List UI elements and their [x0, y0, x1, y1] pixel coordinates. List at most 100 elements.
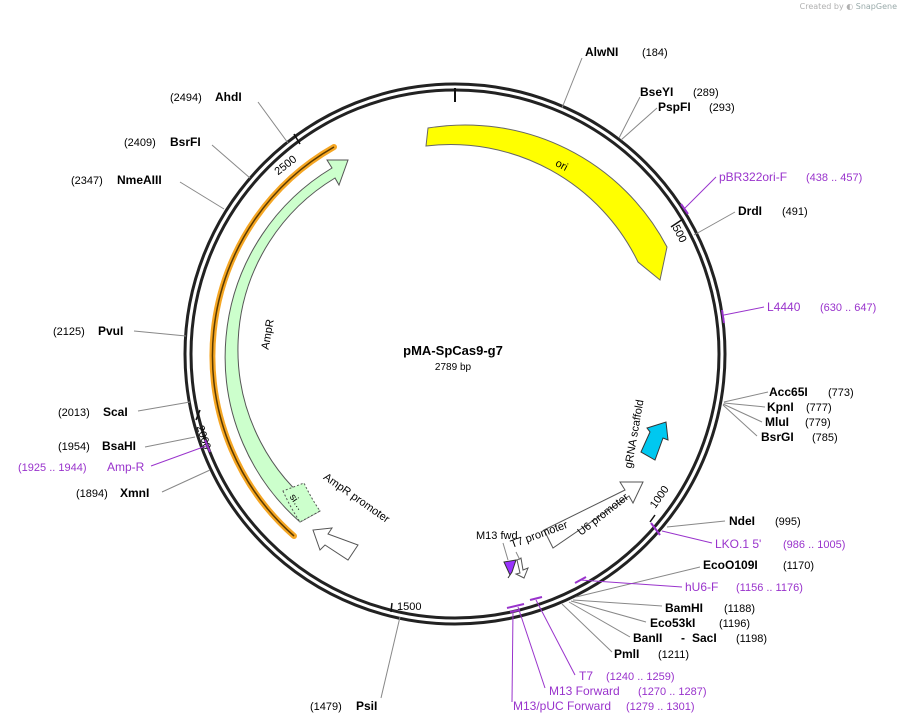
enzyme-pos: (1894) [76, 488, 108, 500]
ampr-promoter-label: AmpR promoter [321, 471, 392, 526]
grna-scaffold-feature [640, 421, 669, 461]
enzyme-acc65i[interactable]: Acc65I (773) [723, 385, 854, 403]
primer-range: (1240 .. 1259) [606, 671, 675, 683]
enzyme-name: KpnI [767, 400, 794, 414]
primer-l4440[interactable]: L4440 (630 .. 647) [721, 300, 876, 324]
enzyme-name: AhdI [215, 90, 242, 104]
enzyme-pos: (777) [806, 402, 832, 414]
u6-promoter-feature [543, 481, 644, 549]
enzyme-pos: (2013) [58, 407, 90, 419]
enzyme-pos: (491) [782, 206, 808, 218]
enzyme-pos: (773) [828, 387, 854, 399]
enzyme-pos: (2347) [71, 175, 103, 187]
enzyme-name: MluI [765, 415, 789, 429]
enzyme-pos: (2494) [170, 92, 202, 104]
enzyme-name: Eco53kI [650, 616, 695, 630]
enzyme-bsrfi[interactable]: (2409) BsrFI [124, 135, 251, 179]
enzyme-name: EcoO109I [703, 558, 758, 572]
primer-m13-puc-forward[interactable]: M13/pUC Forward (1279 .. 1301) [509, 609, 695, 713]
snapgene-credit: Created by ◐ SnapGene [800, 2, 897, 11]
enzyme-separator: - [681, 631, 685, 645]
enzyme-name: PspFI [658, 100, 691, 114]
enzyme-pos: (184) [642, 47, 668, 59]
enzyme-name: BsaHI [102, 439, 136, 453]
ori-feature [425, 124, 668, 281]
enzyme-ecoo109i[interactable]: EcoO109I (1170) [575, 558, 814, 598]
ampr-feature [224, 159, 349, 523]
primer-range: (630 .. 647) [820, 302, 876, 314]
tick-1000: 1000 [648, 484, 672, 523]
enzyme-nmeaiii[interactable]: (2347) NmeAIII [71, 173, 225, 210]
enzyme-pos: (1198) [736, 633, 767, 645]
enzyme-pos: (2125) [53, 326, 85, 338]
enzyme-xmni[interactable]: (1894) XmnI [76, 469, 211, 500]
primer-pbr322ori-f[interactable]: pBR322ori-F (438 .. 457) [680, 170, 862, 215]
enzyme-name: BanII [633, 631, 662, 645]
enzyme-pos: (1479) [310, 701, 342, 713]
enzyme-bsahi[interactable]: (1954) BsaHI [58, 436, 196, 453]
enzyme-pmli[interactable]: PmlI (1211) [561, 603, 689, 661]
grna-scaffold-label: gRNA scaffold [623, 399, 647, 470]
enzyme-name: PmlI [614, 647, 639, 661]
enzyme-pos: (995) [775, 516, 801, 528]
tick-label-1000: 1000 [648, 484, 672, 511]
enzyme-name: Acc65I [769, 385, 808, 399]
primer-range: (1270 .. 1287) [638, 686, 707, 698]
ampr-label: AmpR [260, 318, 277, 350]
ori-label: ori [553, 157, 569, 173]
primer-t7[interactable]: T7 (1240 .. 1259) [529, 596, 675, 683]
enzyme-drdi[interactable]: DrdI (491) [693, 204, 808, 236]
enzyme-name: NmeAIII [117, 173, 162, 187]
credit-brand: SnapGene [855, 2, 897, 11]
primer-lko1-5[interactable]: LKO.1 5' (986 .. 1005) [650, 522, 845, 551]
primer-hu6-f[interactable]: hU6-F (1156 .. 1176) [574, 576, 803, 594]
primer-m13-forward[interactable]: M13 Forward (1270 .. 1287) [506, 603, 707, 698]
enzyme-bamhi[interactable]: BamHI (1188) [572, 599, 755, 615]
primer-name: T7 [579, 669, 593, 683]
primer-name: hU6-F [685, 580, 718, 594]
tick-label-1500: 1500 [397, 601, 421, 613]
enzyme-pos: (293) [709, 102, 735, 114]
primer-range: (986 .. 1005) [783, 539, 845, 551]
enzyme-kpni[interactable]: KpnI (777) [723, 400, 832, 414]
enzyme-name: PsiI [356, 699, 377, 713]
enzyme-pos: (1211) [658, 649, 689, 661]
enzyme-bsrgi[interactable]: BsrGI (785) [722, 404, 838, 444]
m13-fwd-feature [503, 559, 517, 579]
primer-name: M13/pUC Forward [513, 699, 611, 713]
primer-name: pBR322ori-F [719, 170, 787, 184]
enzyme-name: ScaI [103, 405, 128, 419]
enzyme-alwni[interactable]: AlwNI (184) [561, 45, 668, 109]
m13-fwd-leader [502, 542, 509, 561]
plasmid-name: pMA-SpCas9-g7 [403, 343, 503, 358]
tick-1500: 1500 [390, 601, 421, 613]
t7-promoter-leader [515, 551, 521, 561]
backbone-outer [183, 82, 727, 626]
enzyme-pos: (1196) [719, 618, 750, 630]
enzyme-name-2: SacI [692, 631, 717, 645]
primer-name: L4440 [767, 300, 801, 314]
signal-peptide-feature [282, 482, 321, 523]
ampr-orange-band-inner [211, 146, 335, 537]
enzyme-banii-saci[interactable]: BanII - SacI (1198) [568, 601, 767, 645]
enzyme-name: PvuI [98, 324, 123, 338]
primer-range: (1279 .. 1301) [626, 701, 695, 713]
enzyme-pvui[interactable]: (2125) PvuI [53, 324, 187, 338]
t7-promoter-feature [514, 557, 529, 579]
enzyme-name: BamHI [665, 601, 703, 615]
enzyme-eco53ki[interactable]: Eco53kI (1196) [570, 600, 750, 630]
enzyme-bseyi[interactable]: BseYI (289) [618, 85, 719, 139]
enzyme-pos: (779) [805, 417, 831, 429]
enzyme-ahdi[interactable]: (2494) AhdI [170, 90, 289, 144]
enzyme-name: BsrFI [170, 135, 201, 149]
enzyme-scai[interactable]: (2013) ScaI [58, 401, 191, 419]
primer-name: LKO.1 5' [715, 537, 761, 551]
primer-amp-r[interactable]: (1925 .. 1944) Amp-R [18, 439, 211, 474]
enzyme-pos: (1188) [724, 603, 755, 615]
enzyme-ndei[interactable]: NdeI (995) [666, 514, 801, 528]
enzyme-psii[interactable]: (1479) PsiI [310, 616, 401, 713]
credit-prefix: Created by [799, 2, 844, 11]
enzyme-mlui[interactable]: MluI (779) [722, 403, 831, 429]
enzyme-pspfi[interactable]: PspFI (293) [620, 100, 735, 141]
enzyme-pos: (785) [812, 432, 838, 444]
